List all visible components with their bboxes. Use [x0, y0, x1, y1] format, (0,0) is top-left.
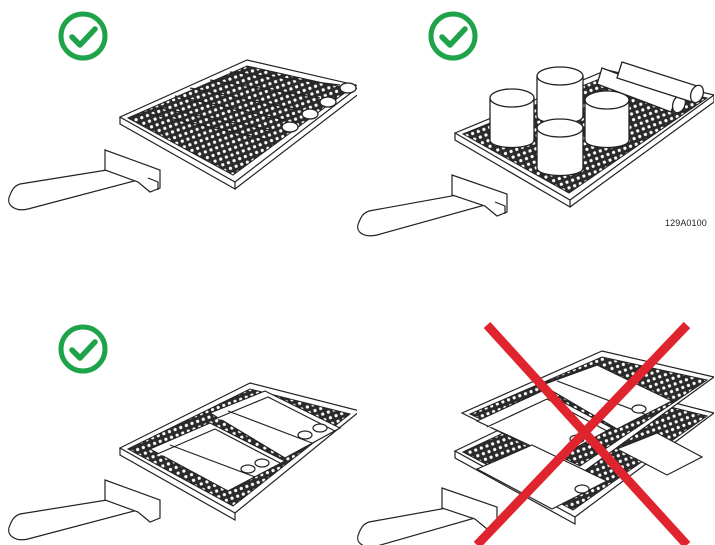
tray-handle: [358, 175, 507, 236]
panel-pouches-single: [0, 273, 357, 545]
tray-handle: [358, 488, 497, 545]
reference-code: 129A0100: [665, 218, 707, 228]
panel-containers: [357, 0, 714, 272]
panel-instruments: [0, 0, 357, 272]
check-circle-icon: [61, 14, 105, 58]
check-circle-icon: [61, 327, 105, 371]
tray-handle: [9, 480, 160, 540]
tray-handle: [9, 150, 160, 210]
panel-pouches-stacked: [357, 273, 714, 545]
check-circle-icon: [431, 14, 475, 58]
